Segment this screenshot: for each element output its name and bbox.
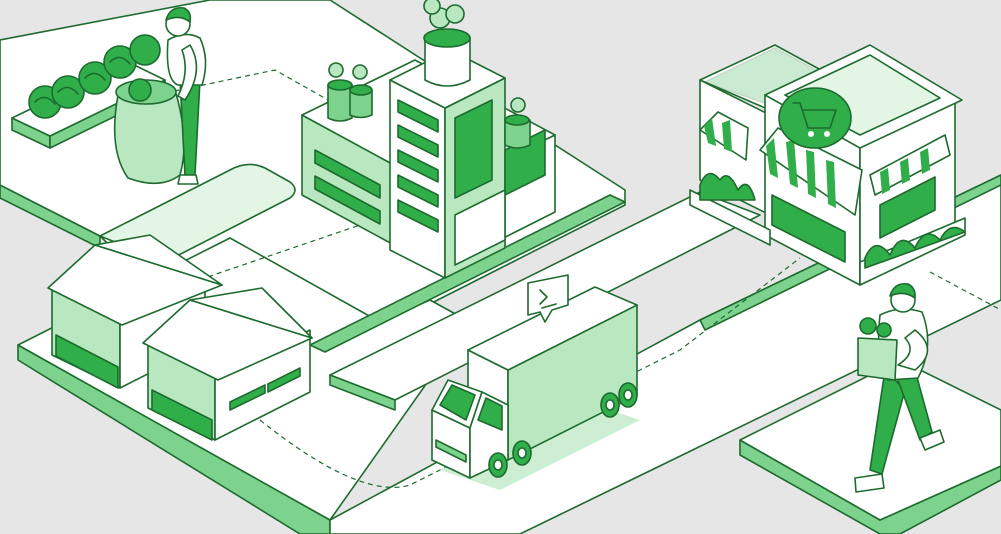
factory — [301, 0, 556, 279]
customer-with-groceries — [854, 282, 945, 493]
farmer — [113, 6, 207, 185]
store — [689, 44, 966, 286]
cabbage-field — [11, 34, 166, 149]
shopping-cart-icon — [792, 102, 837, 137]
delivery-truck — [431, 286, 640, 490]
warehouse-right — [142, 287, 313, 441]
check-icon — [527, 274, 569, 323]
